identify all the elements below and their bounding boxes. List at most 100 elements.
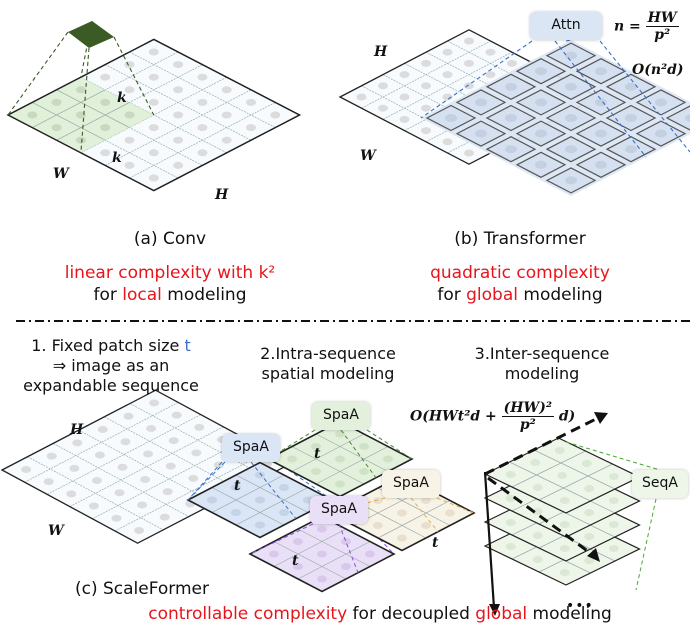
cell-dot xyxy=(148,48,159,56)
patch-cream xyxy=(328,474,476,552)
scaleformer-caption: (c) ScaleFormer xyxy=(74,579,210,599)
cell-dot xyxy=(148,149,159,157)
cell-dot xyxy=(421,522,431,529)
cell-dot xyxy=(173,111,184,119)
cell-dot xyxy=(421,104,431,112)
cell-dot xyxy=(559,521,570,528)
patch-cream-projection xyxy=(410,497,439,533)
conv-complexity-text: linear complexity with k² xyxy=(64,263,276,283)
patch-dot xyxy=(565,145,577,154)
cell-dot xyxy=(608,473,619,480)
cell-dot xyxy=(148,124,159,132)
cell-dot xyxy=(584,533,595,540)
grid-line xyxy=(361,40,491,109)
grid-line xyxy=(273,528,347,567)
cell-dot xyxy=(148,73,159,81)
cell-dot xyxy=(608,521,619,528)
conv-grid-outline xyxy=(6,38,302,192)
patch-dot xyxy=(685,114,690,122)
scaleformer-formula-denominator: p² xyxy=(519,417,536,433)
patch-t-purple: t xyxy=(292,553,299,569)
patch-purple-projection xyxy=(338,523,359,573)
width-w-label-c: W xyxy=(48,523,64,539)
cell-dot xyxy=(341,538,351,545)
cell-dot xyxy=(356,93,367,101)
cell-dot xyxy=(485,71,496,79)
cell-dot xyxy=(464,37,474,45)
grid-line xyxy=(315,433,389,472)
transformer-panel-graphics xyxy=(338,29,690,196)
diag-dashed-arrow xyxy=(487,476,594,557)
kernel-grid-line xyxy=(56,89,130,128)
patch-dot xyxy=(625,82,637,91)
kernel-cell-dot xyxy=(51,98,62,106)
cell-dot xyxy=(134,526,145,534)
scaleformer-formula-pre: O(HWt²d + xyxy=(410,408,497,425)
cell-dot xyxy=(464,149,474,157)
patch-dot xyxy=(505,82,517,91)
cell-dot xyxy=(399,71,410,79)
cell-dot xyxy=(464,82,474,90)
cell-dot xyxy=(269,550,279,558)
patch-t-green: t xyxy=(314,446,321,462)
patch-token xyxy=(665,105,690,131)
cell-dot xyxy=(162,488,173,496)
kernel-cell-dot xyxy=(100,98,111,106)
scaleformer-input-grid-fill xyxy=(2,390,292,544)
grid-line xyxy=(105,89,252,166)
cell-dot xyxy=(94,451,105,459)
patch-blue-projection xyxy=(250,461,297,520)
patch-green-projection xyxy=(340,429,377,479)
grid-line xyxy=(538,463,613,501)
height-h-label-a: H xyxy=(215,187,229,203)
cell-dot xyxy=(188,474,199,482)
grid-line xyxy=(291,433,365,472)
cell-dot xyxy=(159,513,170,521)
cell-dot xyxy=(608,545,619,552)
cell-dot xyxy=(359,468,369,475)
conv-for-text: for xyxy=(93,285,123,305)
grid-line xyxy=(273,541,347,580)
cell-dot xyxy=(124,86,135,94)
patch-dot xyxy=(535,160,547,169)
cell-dot xyxy=(146,424,157,432)
cell-dot xyxy=(111,514,122,522)
cell-dot xyxy=(149,399,160,407)
grid-line xyxy=(533,449,616,490)
grid-line xyxy=(297,541,371,580)
sequence-axis-arrow xyxy=(483,471,496,609)
seqa-projection-line xyxy=(635,498,657,591)
kernel-cell-dot xyxy=(100,124,111,132)
cell-dot xyxy=(231,484,241,491)
cell-dot xyxy=(43,478,54,486)
patch-dot xyxy=(595,67,607,76)
cell-dot xyxy=(194,423,205,431)
transformer-global-text: global xyxy=(466,285,518,305)
cell-dot xyxy=(97,426,108,434)
grid-line xyxy=(69,426,224,507)
cell-dot xyxy=(120,438,131,446)
grid-line xyxy=(235,487,309,526)
cell-dot xyxy=(359,443,369,450)
cell-dot xyxy=(559,569,570,576)
kernel-k-label-bottom: k xyxy=(112,150,122,166)
cell-dot xyxy=(124,161,135,169)
cell-dot xyxy=(505,543,516,550)
cell-dot xyxy=(255,496,265,504)
patch-dot xyxy=(595,160,607,169)
spaa-box-blue: SpaA xyxy=(222,434,280,462)
cell-dot xyxy=(91,477,102,485)
scaleformer-global-text: global xyxy=(475,604,528,624)
cell-dot xyxy=(100,73,111,81)
width-w-label-b: W xyxy=(360,148,376,164)
cell-dot xyxy=(559,497,570,504)
patch-dot xyxy=(565,51,577,60)
grid-line xyxy=(297,528,371,567)
cell-dot xyxy=(507,59,517,67)
conv-local-text: local xyxy=(122,285,162,305)
kernel-grid-line xyxy=(32,89,106,128)
formula-n-numerator: HW xyxy=(645,10,679,27)
grid-line xyxy=(24,402,179,483)
